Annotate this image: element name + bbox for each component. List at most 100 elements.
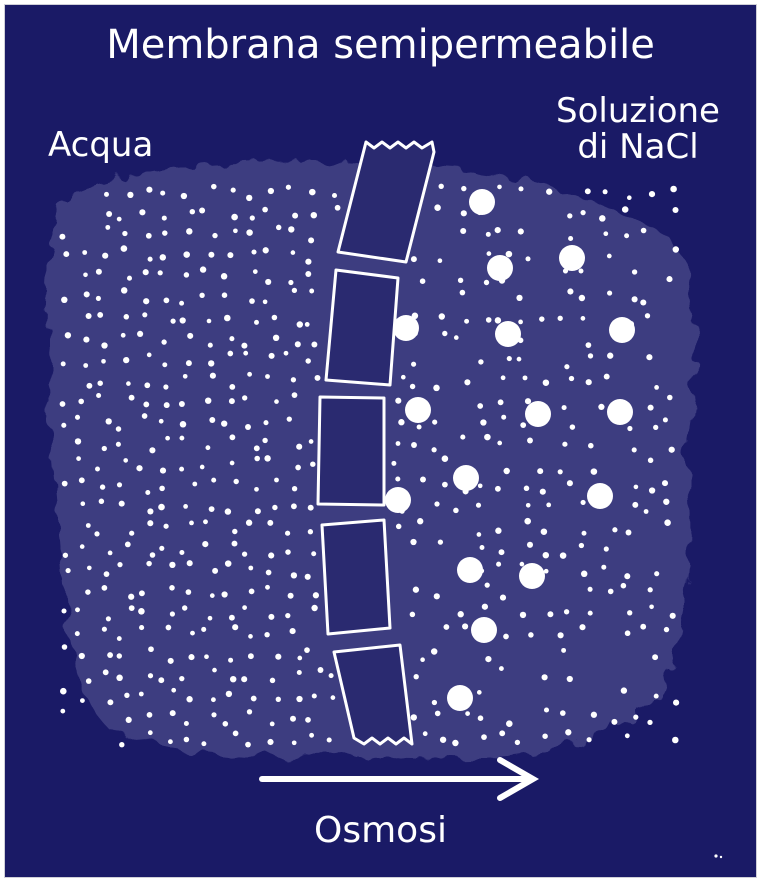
water-molecule <box>87 566 92 571</box>
water-molecule <box>148 730 153 735</box>
water-molecule <box>649 487 655 493</box>
water-molecule <box>96 296 101 301</box>
water-molecule <box>481 734 487 740</box>
salt-ion <box>607 399 633 425</box>
water-molecule <box>208 343 213 348</box>
water-molecule <box>670 613 676 619</box>
water-molecule <box>253 269 258 274</box>
water-molecule <box>211 712 216 717</box>
water-molecule <box>611 719 617 725</box>
water-molecule <box>666 276 672 282</box>
water-molecule <box>438 539 443 544</box>
water-molecule <box>480 419 486 425</box>
water-molecule <box>86 313 92 319</box>
water-molecule <box>184 737 190 743</box>
water-molecule <box>166 625 172 631</box>
water-molecule <box>241 343 247 349</box>
water-molecule <box>273 335 279 341</box>
water-molecule <box>607 353 613 359</box>
water-molecule <box>329 673 334 678</box>
water-molecule <box>179 467 184 472</box>
water-molecule <box>231 214 238 221</box>
water-molecule <box>136 465 142 471</box>
water-molecule <box>180 421 187 428</box>
water-molecule <box>119 501 125 507</box>
water-molecule <box>147 520 153 526</box>
water-molecule <box>401 375 406 380</box>
water-molecule <box>308 529 313 534</box>
water-molecule <box>518 228 524 234</box>
water-molecule <box>582 531 587 536</box>
salt-ion <box>447 685 473 711</box>
water-molecule <box>439 184 444 189</box>
water-molecule <box>652 654 658 660</box>
water-molecule <box>391 461 396 466</box>
salt-ion <box>457 557 483 583</box>
water-molecule <box>309 439 314 444</box>
water-molecule <box>145 490 150 495</box>
water-molecule <box>207 319 212 324</box>
water-molecule <box>310 461 315 466</box>
water-molecule <box>587 737 592 742</box>
water-molecule <box>199 293 204 298</box>
water-molecule <box>525 256 530 261</box>
water-molecule <box>484 280 489 285</box>
water-molecule <box>224 315 231 322</box>
water-molecule <box>61 361 66 366</box>
water-molecule <box>295 341 301 347</box>
water-molecule <box>104 192 109 197</box>
water-molecule <box>464 319 469 324</box>
water-molecule <box>268 188 274 194</box>
water-molecule <box>669 447 675 453</box>
water-molecule <box>183 251 190 258</box>
water-molecule <box>672 737 679 744</box>
water-molecule <box>528 632 533 637</box>
water-molecule <box>117 482 122 487</box>
water-molecule <box>139 625 144 630</box>
water-molecule <box>420 278 426 284</box>
water-molecule <box>99 499 104 504</box>
water-molecule <box>170 318 175 323</box>
water-molecule <box>186 360 192 366</box>
water-molecule <box>229 398 235 404</box>
water-molecule <box>495 227 501 233</box>
water-molecule <box>396 441 401 446</box>
water-molecule <box>654 385 659 390</box>
solution-label-line1: Soluzione <box>540 94 736 130</box>
water-molecule <box>627 426 632 431</box>
water-molecule <box>202 541 208 547</box>
water-molecule <box>478 715 484 721</box>
water-molecule <box>248 653 254 659</box>
water-molecule <box>332 193 337 198</box>
water-molecule <box>442 331 447 336</box>
water-molecule <box>83 363 88 368</box>
water-molecule <box>192 482 197 487</box>
water-molecule <box>161 339 166 344</box>
water-molecule <box>434 501 439 506</box>
water-molecule <box>246 195 252 201</box>
water-molecule <box>102 446 107 451</box>
water-molecule <box>61 423 66 428</box>
water-molecule <box>165 436 170 441</box>
water-molecule <box>482 604 488 610</box>
water-molecule <box>274 478 279 483</box>
water-molecule <box>558 632 564 638</box>
water-molecule <box>645 313 650 318</box>
water-molecule <box>632 502 638 508</box>
water-molecule <box>106 616 111 621</box>
water-molecule <box>212 233 217 238</box>
water-molecule <box>420 477 426 483</box>
water-molecule <box>565 729 571 735</box>
water-molecule <box>435 711 441 717</box>
water-molecule <box>417 425 422 430</box>
water-molecule <box>288 226 294 232</box>
water-molecule <box>543 379 549 385</box>
water-molecule <box>411 362 416 367</box>
water-molecule <box>603 231 608 236</box>
water-molecule <box>127 192 133 198</box>
solution-label: Soluzione di NaCl <box>540 94 736 165</box>
water-molecule <box>433 385 440 392</box>
water-molecule <box>227 351 233 357</box>
water-molecule <box>568 236 573 241</box>
water-molecule <box>272 505 277 510</box>
